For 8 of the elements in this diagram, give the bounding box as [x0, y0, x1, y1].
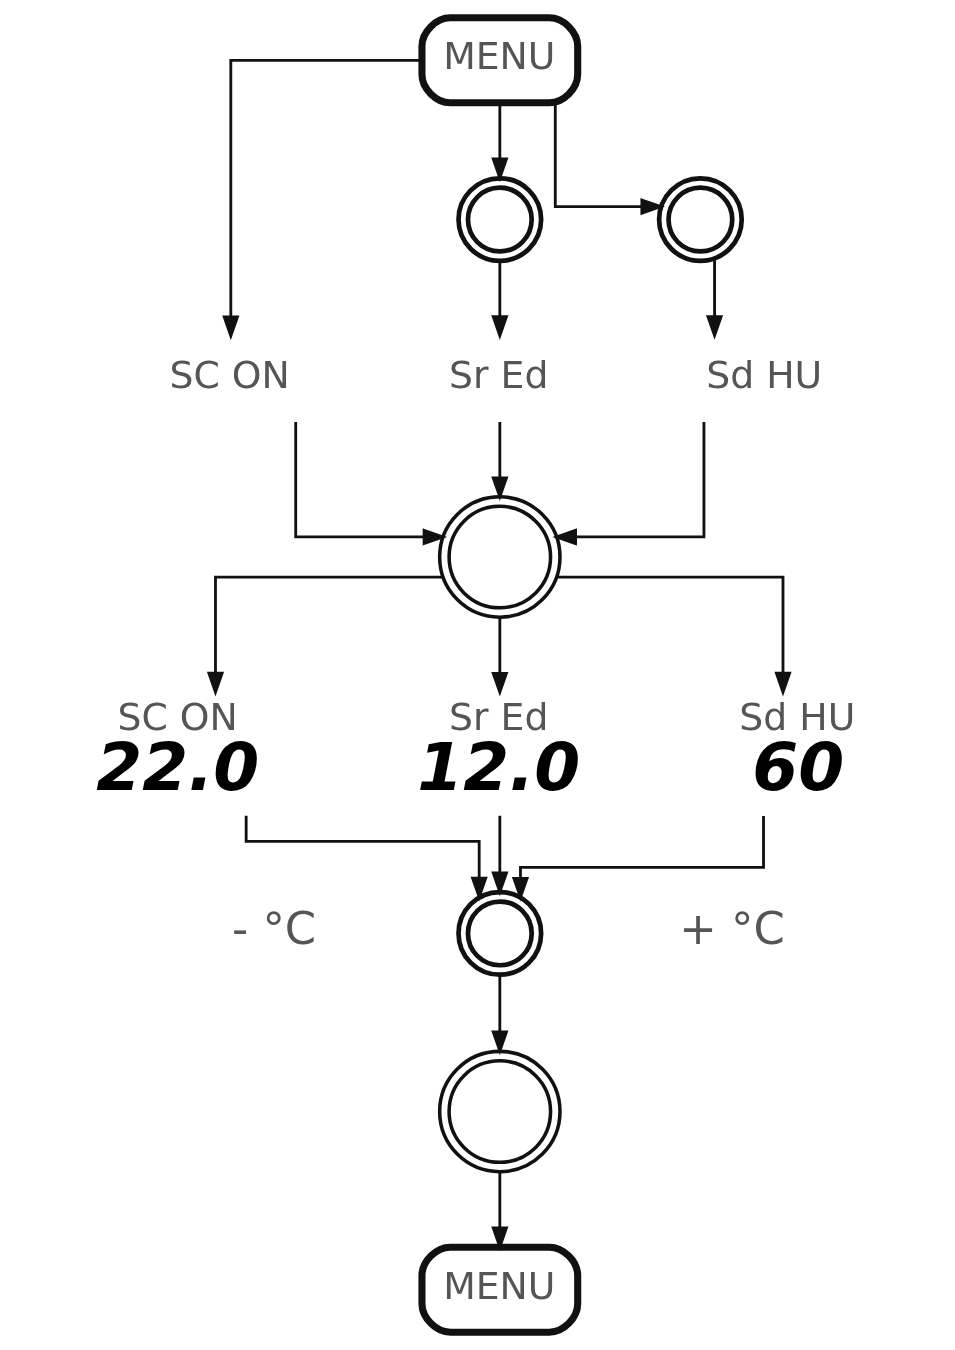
node-text: Sd HU 60: [738, 694, 855, 807]
node-label: - °C: [231, 902, 316, 956]
node-text: Sr Ed 12.0: [416, 694, 580, 807]
node-text: Sd HU: [705, 352, 822, 397]
node-text: Sr Ed: [448, 352, 548, 397]
node-text: SC ON 22.0: [95, 694, 259, 807]
node-text: SC ON: [168, 352, 290, 397]
node-label: + °C: [678, 902, 785, 956]
